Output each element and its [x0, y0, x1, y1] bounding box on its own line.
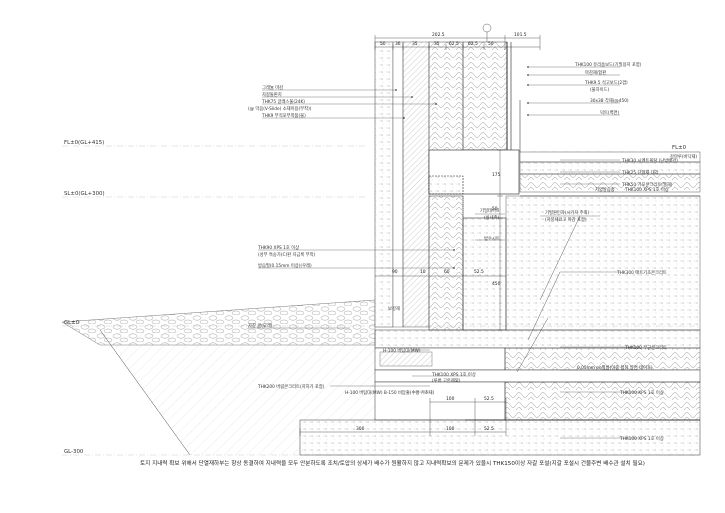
dim-mid-2: 10 [420, 269, 426, 275]
callout-right-lower-2: 0.05mm pe필름(이중 접착 양면 테이프) [577, 364, 653, 371]
callout-left-5: THK9 부직포부착품(불) [261, 112, 306, 119]
dim-vert-2: 50 [492, 206, 498, 212]
dim-top-seg-6: 62.5 [468, 41, 478, 47]
dim-vert-1: 175 [492, 172, 501, 178]
callout-right-2: 마감재/합판 [585, 69, 606, 76]
construction-geometry [61, 23, 701, 456]
callout-mid-1: 기밀테이프 [480, 207, 500, 214]
dim-top-seg-2: 36 [395, 41, 401, 47]
callout-floor-2: THK30 시멘트몰탈 (난방배관) [621, 157, 678, 164]
dim-bottom-lower-2: 100 [446, 426, 455, 432]
level-markers: FL±0(GL+415) SL±0(GL+300) GL±0 GL-300 FL… [64, 140, 687, 455]
dim-mid-1: 90 [392, 269, 398, 275]
callout-mid-7: THK300 매트기초콘크리트 [616, 269, 667, 276]
bottom-dimensions: 100 52.5 300 100 52.5 [356, 396, 494, 432]
callout-right-4: (물차이드) [590, 86, 609, 93]
callout-left-3: THK75 글래스울(24K) [261, 98, 305, 105]
level-sl: SL±0(GL+300) [64, 191, 105, 197]
callout-right-lower-4: THK100 XPS 1호 이상 [619, 435, 664, 442]
dim-top-total-2: 101.5 [514, 32, 527, 38]
callout-mid-2: (실내측) [484, 214, 500, 221]
callout-foundation-2: H-100 버팀대(MW) [383, 347, 421, 354]
dim-mid-4: 52.5 [474, 269, 484, 275]
callout-left-lower-2: (성부 특숭가(C)판 지금록 부착) [258, 251, 316, 258]
left-callouts: 그래뉼 마감 자갈돌판지 THK75 글래스울(24K) (@ 막음(V-Sli… [248, 84, 312, 119]
callout-floor-4: THK50 기포콘크리트(열재) [621, 181, 673, 188]
soil-label: 자갈 골(모래) [248, 322, 273, 329]
callout-right-6: 덕트(벽면) [600, 109, 619, 116]
callout-mid-6: 보강재 [388, 305, 400, 312]
dim-bottom-upper-2: 52.5 [484, 396, 494, 402]
dim-top-total-1: 202.5 [432, 32, 445, 38]
dim-top-seg-7: 50 [488, 41, 494, 47]
level-fl: FL±0(GL+415) [64, 140, 104, 146]
callout-foundation-3: H-100 버팀대(MW) B-150 비압출(수평 기초재) [345, 389, 435, 396]
callout-floor-3: THK25 단열재 대각 [621, 169, 659, 176]
callout-right-lower-1: THK100 무근콘크리트 [624, 344, 667, 351]
dim-top-seg-4: 35 [434, 41, 440, 47]
level-gl300: GL-300 [64, 449, 84, 455]
dim-top-seg-5: 62.5 [449, 41, 459, 47]
callout-foundation-5: (루버 고온제외) [432, 377, 461, 384]
mid-callouts: 기밀테이프 (실내측) 기밀원인자(시가지 주최) (지붕재료고 마감 포함) … [388, 207, 667, 312]
callout-foundation-4: THK100 XPS 1호 이상 [431, 371, 476, 378]
callout-floor-6: THK100 XPS 1호 이상 [624, 186, 669, 193]
callout-floor-1: 강마루(바닥재) [670, 153, 697, 160]
left-lower-callouts: THK90 XPS 1호 이상 (성부 특숭가(C)판 지금록 부착) 방습필(… [248, 244, 316, 329]
dim-vert-3: 450 [492, 281, 501, 287]
right-callouts: THK100 유리솜보드(기밀용지 포함) 마감재/합판 THK9.5 석고보드… [574, 61, 642, 116]
callout-mid-4: (지붕재료고 마감 포함) [545, 216, 587, 223]
callout-foundation-1: THK200 버림콘크리트(지하가 포함) [257, 383, 325, 390]
callout-right-1: THK100 유리솜보드(기밀용지 포함) [574, 61, 642, 68]
callout-floor-5: 저압방습층 [595, 186, 615, 193]
mid-dimensions: 90 10 60 52.5 175 50 450 [392, 172, 501, 287]
callout-right-lower-3: THK100 XPS 1호 이상 [619, 389, 664, 396]
callout-mid-3: 기밀원인자(시가지 주최) [545, 209, 590, 216]
right-lower-callouts: THK100 무근콘크리트 0.05mm pe필름(이중 접착 양면 테이프) … [577, 344, 667, 442]
foundation-callouts: THK200 버림콘크리트(지하가 포함) H-100 버팀대(MW) H-10… [257, 347, 476, 396]
floor-callouts: 강마루(바닥재) THK30 시멘트몰탈 (난방배관) THK25 단열재 대각… [595, 153, 697, 193]
bottom-note: 토지 지내력 확보 위해서 단열재하부는 항상 동결하여 지내력을 모두 안분하… [140, 461, 645, 467]
callout-mid-5: 방수시트 [484, 235, 500, 242]
callout-left-lower-3: 방습필(0.15mm 이상)(우레) [258, 262, 312, 269]
callout-left-1: 그래뉼 마감 [262, 84, 283, 91]
dim-bottom-upper-1: 100 [446, 396, 455, 402]
top-dimensions: 202.5 101.5 50 36 35 35 62.5 62.5 50 [380, 32, 527, 47]
callout-right-5: 30x38 각재(@450) [590, 97, 629, 104]
callout-left-lower-1: THK90 XPS 1호 이상 [257, 244, 299, 251]
dim-top-seg-1: 50 [380, 41, 386, 47]
dim-bottom-lower-1: 300 [356, 426, 365, 432]
callout-left-4: (@ 막음(V-Slide) 소재이용(부착)) [248, 105, 312, 112]
dim-bottom-lower-3: 52.5 [484, 426, 494, 432]
level-gl0: GL±0 [64, 320, 80, 326]
level-fl-right: FL±0 [672, 145, 687, 151]
dim-top-seg-3: 35 [412, 41, 418, 47]
dim-mid-3: 60 [444, 269, 450, 275]
callout-right-3: THK9.5 석고보드(2겹) [584, 79, 628, 86]
callout-left-2: 자갈돌판지 [262, 91, 282, 98]
